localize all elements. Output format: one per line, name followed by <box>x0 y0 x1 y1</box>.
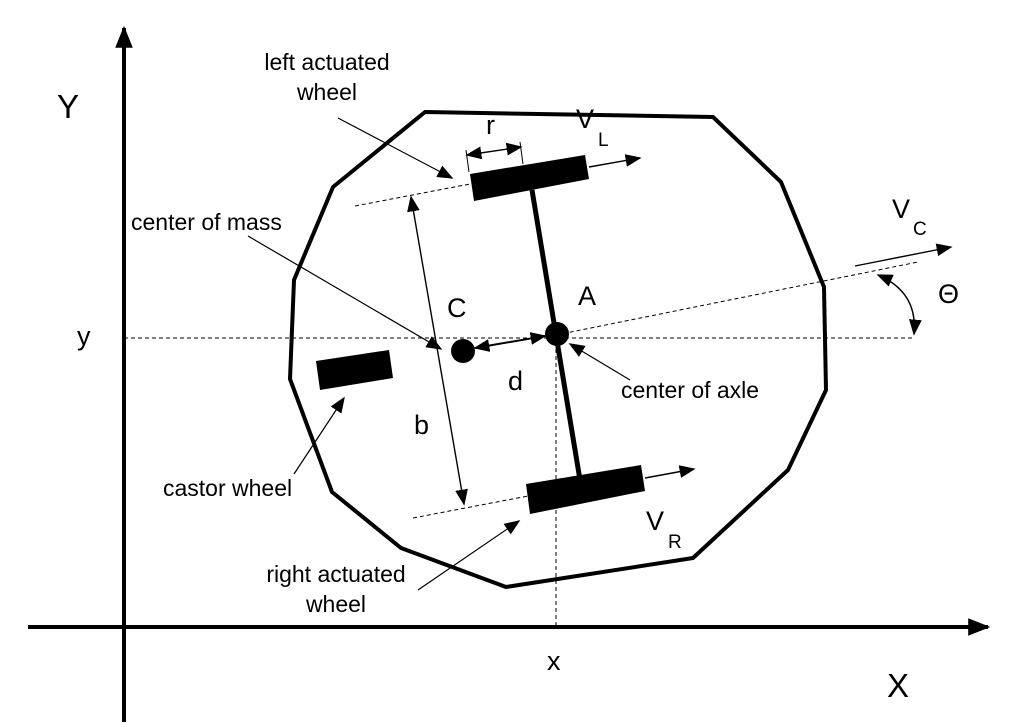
castor-wheel-label: castor wheel <box>163 475 292 501</box>
dim-b-arrow <box>407 195 468 506</box>
right-wheel-label-line1: right actuated <box>266 561 405 587</box>
dashed-heading-line <box>555 261 919 336</box>
theta-label: Θ <box>938 279 959 309</box>
dim-r-label: r <box>486 110 495 140</box>
y-axis-label: Y <box>57 88 79 125</box>
right-actuated-wheel <box>526 465 645 514</box>
dim-d-label: d <box>508 366 523 396</box>
left-actuated-wheel <box>470 155 589 201</box>
v-center-subscript: C <box>913 219 927 240</box>
leader-center-of-mass <box>247 235 443 350</box>
v-right-subscript: R <box>668 532 682 553</box>
dim-b-label: b <box>414 410 429 440</box>
leader-right-wheel <box>417 520 521 591</box>
dim-r-tick-right <box>519 141 524 165</box>
x-axis-label: X <box>887 667 909 704</box>
dim-d-arrow <box>473 332 547 352</box>
point-a-label: A <box>578 281 596 311</box>
point-a-center-of-axle <box>545 322 569 346</box>
v-center-label: V <box>892 194 910 224</box>
point-c-label: C <box>447 293 467 323</box>
dim-r-tick-left <box>465 149 470 173</box>
v-left-subscript: L <box>598 130 609 151</box>
y-coordinate-label: y <box>77 321 91 351</box>
left-wheel-label-line2: wheel <box>296 79 357 105</box>
leader-left-wheel <box>337 117 454 179</box>
x-coordinate-label: x <box>547 646 561 676</box>
robot-body-outline <box>288 110 828 589</box>
leader-castor-wheel <box>293 396 345 475</box>
dim-r-arrow <box>465 142 523 160</box>
v-right-label: V <box>646 506 664 536</box>
center-of-axle-label: center of axle <box>621 377 759 403</box>
point-c-center-of-mass <box>451 339 475 363</box>
dashed-right-wheel-axis <box>412 495 529 519</box>
theta-angle-arc <box>876 274 922 336</box>
velocity-right-arrow <box>644 465 696 479</box>
velocity-center-arrow <box>854 243 953 267</box>
velocity-left-arrow <box>588 154 642 168</box>
left-wheel-label-line1: left actuated <box>264 49 389 75</box>
center-of-mass-label: center of mass <box>131 209 282 235</box>
right-wheel-label-line2: wheel <box>305 591 366 617</box>
dashed-left-wheel-axis <box>354 183 471 207</box>
v-left-label: V <box>576 104 594 134</box>
leader-center-of-axle <box>568 343 631 381</box>
castor-wheel <box>316 350 393 390</box>
